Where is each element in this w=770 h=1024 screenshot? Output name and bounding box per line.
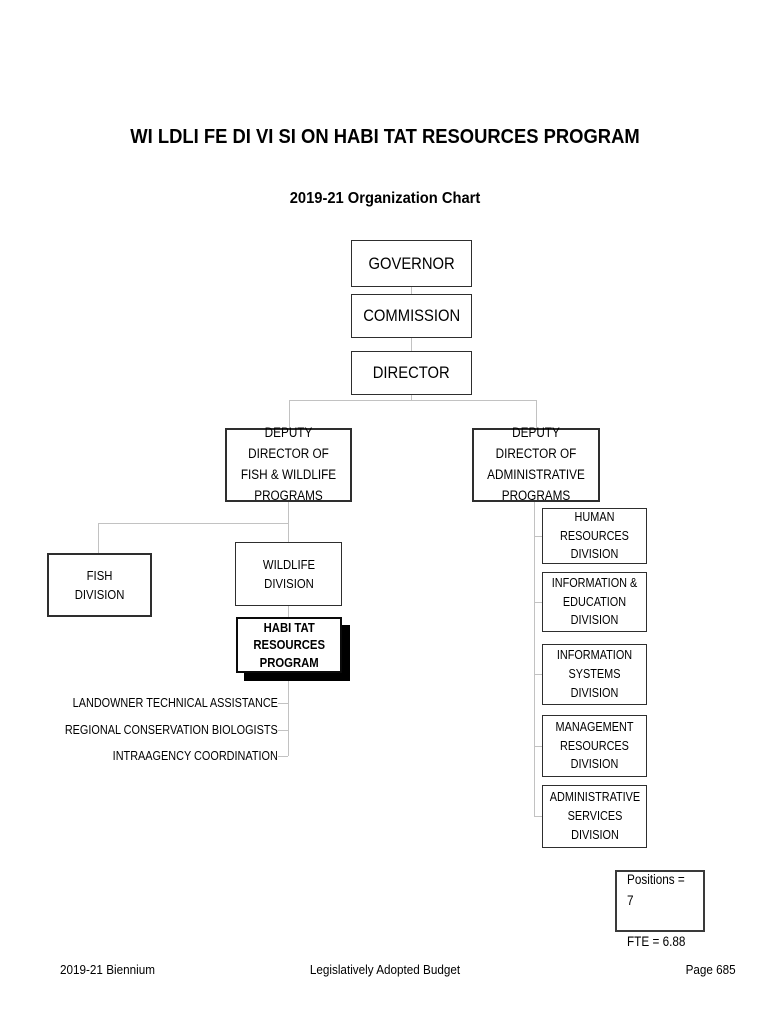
node-human-resources-division: HUMAN RESOURCES DIVISION (542, 508, 647, 564)
connector-branch-to-deputy-fw (289, 400, 290, 428)
node-information-systems-division: INFORMATION SYSTEMS DIVISION (542, 644, 647, 705)
program-item-regional-conservation-biologists: REGIONAL CONSERVATION BIOLOGISTS (65, 723, 278, 737)
connector-tick-regional (278, 730, 288, 731)
node-fish-division: FISH DIVISION (47, 553, 152, 617)
node-information-education-division: INFORMATION & EDUCATION DIVISION (542, 572, 647, 632)
node-deputy-fw-label: DEPUTY DIRECTOR OF FISH & WILDLIFE PROGR… (240, 425, 337, 503)
connector-to-fish (98, 523, 99, 553)
connector-director-branch (411, 395, 412, 401)
footer-page-number: Page 685 (685, 962, 736, 977)
node-director: DIRECTOR (351, 351, 472, 395)
connector-deputyfw-wildlife (288, 502, 289, 542)
page-title: WI LDLI FE DI VI SI ON HABI TAT RESOURCE… (130, 126, 640, 148)
footer-budget-title: Legislatively Adopted Budget (309, 962, 461, 977)
node-commission: COMMISSION (351, 294, 472, 338)
connector-commission-director (411, 338, 412, 351)
stats-text: Positions = 7 FTE = 6.88 (627, 849, 693, 954)
node-management-resources-division: MANAGEMENT RESOURCES DIVISION (542, 715, 647, 777)
node-habitat-resources-program: HABI TAT RESOURCES PROGRAM (236, 617, 342, 673)
fte-count: FTE = 6.88 (627, 934, 686, 950)
node-director-label: DIRECTOR (373, 363, 450, 383)
connector-stub-admin-services (534, 816, 542, 817)
connector-tick-landowner (278, 703, 288, 704)
node-habitat-program-label: HABI TAT RESOURCES PROGRAM (253, 619, 325, 670)
connector-branch-horizontal (289, 400, 536, 401)
connector-admin-spine (534, 502, 535, 816)
connector-stub-management (534, 746, 542, 747)
positions-count: Positions = 7 (627, 871, 685, 908)
program-item-landowner-technical-assistance: LANDOWNER TECHNICAL ASSISTANCE (72, 696, 278, 710)
connector-branch-to-deputy-admin (536, 400, 537, 428)
node-administrative-services-division: ADMINISTRATIVE SERVICES DIVISION (542, 785, 647, 848)
page-subtitle: 2019-21 Organization Chart (289, 190, 481, 207)
node-deputy-admin-label: DEPUTY DIRECTOR OF ADMINISTRATIVE PROGRA… (487, 425, 585, 503)
stats-box: Positions = 7 FTE = 6.88 (615, 870, 705, 949)
node-information-education-label: INFORMATION & EDUCATION DIVISION (551, 575, 638, 628)
node-fish-division-label: FISH DIVISION (74, 567, 125, 603)
node-information-systems-label: INFORMATION SYSTEMS DIVISION (556, 648, 633, 700)
node-governor: GOVERNOR (351, 240, 472, 287)
node-governor-label: GOVERNOR (368, 253, 455, 273)
connector-stub-info-education (534, 602, 542, 603)
program-item-intraagency-coordination: INTRAAGENCY COORDINATION (112, 749, 278, 763)
node-deputy-director-administrative: DEPUTY DIRECTOR OF ADMINISTRATIVE PROGRA… (472, 425, 600, 503)
node-wildlife-division: WILDLIFE DIVISION (235, 542, 342, 606)
node-wildlife-division-label: WILDLIFE DIVISION (262, 556, 315, 592)
connector-tick-intraagency (278, 756, 288, 757)
node-management-resources-label: MANAGEMENT RESOURCES DIVISION (555, 719, 634, 772)
connector-wildlife-habitat (288, 606, 289, 617)
node-administrative-services-label: ADMINISTRATIVE SERVICES DIVISION (549, 790, 640, 842)
footer-biennium: 2019-21 Biennium (60, 962, 155, 977)
node-commission-label: COMMISSION (363, 306, 460, 326)
connector-governor-commission (411, 287, 412, 294)
connector-fish-horizontal (98, 523, 288, 524)
connector-stub-human-resources (534, 536, 542, 537)
node-human-resources-label: HUMAN RESOURCES DIVISION (560, 509, 629, 562)
node-deputy-director-fish-wildlife: DEPUTY DIRECTOR OF FISH & WILDLIFE PROGR… (225, 425, 352, 503)
connector-stub-info-systems (534, 674, 542, 675)
connector-habitat-spine (288, 681, 289, 756)
